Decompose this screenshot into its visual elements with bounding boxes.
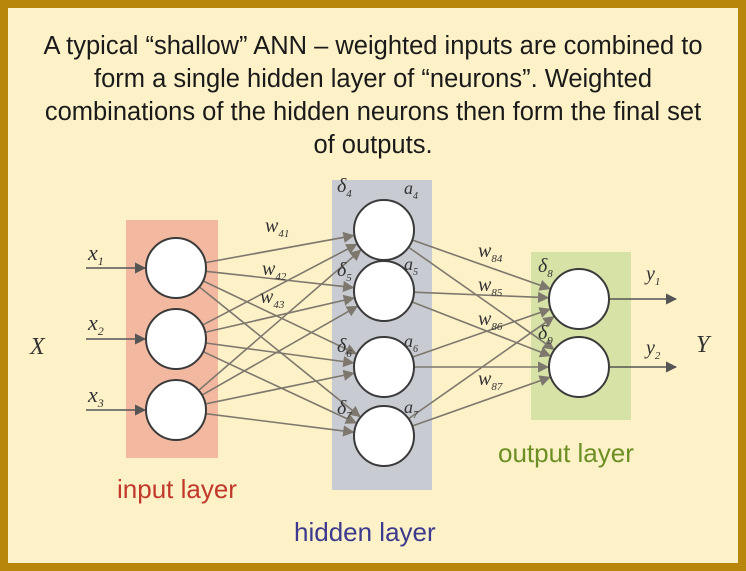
output-delta-8: δ8 [538, 255, 553, 280]
input-label-x1: x1 [87, 240, 104, 268]
input-neuron-2 [145, 308, 207, 370]
hidden-activation-6: a6 [404, 331, 418, 355]
output-neuron-8 [548, 268, 610, 330]
weight-w85: w85 [478, 274, 503, 299]
output-neuron-9 [548, 336, 610, 398]
neurons [145, 199, 610, 467]
hidden-neuron-6 [353, 336, 415, 398]
hidden-delta-4: δ4 [337, 175, 352, 200]
edge-hidden-7-output-8 [408, 316, 555, 420]
weight-w87: w87 [478, 368, 503, 393]
input-neuron-3 [145, 379, 207, 441]
hidden-activation-5: a5 [404, 254, 418, 278]
output-label-y1: y1 [644, 263, 660, 288]
connections [198, 231, 555, 437]
edge-input-1-hidden-5 [205, 270, 355, 293]
hidden-activation-4: a4 [404, 178, 418, 202]
input-neuron-1 [145, 237, 207, 299]
edge-input-3-hidden-5 [201, 305, 359, 396]
weight-w86: w86 [478, 308, 503, 333]
edge-input-3-hidden-7 [205, 412, 355, 437]
hidden-delta-5: δ5 [337, 259, 352, 284]
output-label-y2: y2 [644, 337, 661, 362]
edge-hidden-4-output-8 [412, 239, 551, 291]
weight-w84: w84 [478, 240, 503, 265]
hidden-neuron-4 [353, 199, 415, 261]
input-vector-label: X [29, 334, 46, 360]
hidden-neuron-7 [353, 405, 415, 467]
output-delta-9: δ9 [538, 322, 553, 347]
neuron-labels: x1 x2 x3 δ4 a4 δ5 a5 δ6 a6 δ7 a7 δ8 y1 δ9 y2 w41 w42 w43 w… [87, 175, 661, 422]
edge-input-2-hidden-6 [205, 342, 355, 368]
input-label-x2: x2 [87, 310, 104, 338]
input-layer-label: input layer [117, 474, 237, 504]
edge-input-1-hidden-7 [198, 286, 361, 418]
edge-input-1-hidden-6 [202, 280, 358, 355]
edge-hidden-7-output-9 [412, 375, 551, 427]
hidden-activation-7: a7 [404, 397, 419, 421]
edge-hidden-4-output-9 [408, 246, 555, 350]
output-layer-label: output layer [498, 438, 634, 468]
edge-hidden-5-output-8 [413, 291, 550, 303]
edge-input-1-hidden-4 [205, 231, 355, 264]
edge-input-3-hidden-4 [198, 249, 362, 391]
edge-hidden-6-output-8 [412, 307, 551, 358]
output-vector-label: Y [696, 332, 712, 358]
weight-w42: w42 [262, 258, 287, 283]
input-label-x3: x3 [87, 382, 104, 410]
io-arrows [86, 262, 678, 416]
caption-text: A typical “shallow” ANN – weighted input… [43, 32, 703, 159]
edge-input-3-hidden-6 [205, 369, 355, 405]
hidden-neuron-5 [353, 260, 415, 322]
edge-hidden-5-output-9 [411, 301, 552, 358]
weight-w41: w41 [265, 215, 289, 240]
hidden-delta-6: δ6 [337, 335, 352, 360]
hidden-layer-label: hidden layer [294, 517, 436, 547]
edge-input-2-hidden-5 [205, 294, 355, 334]
weight-w43: w43 [260, 286, 285, 311]
edge-input-2-hidden-4 [202, 243, 358, 326]
hidden-delta-7: δ7 [337, 397, 352, 422]
